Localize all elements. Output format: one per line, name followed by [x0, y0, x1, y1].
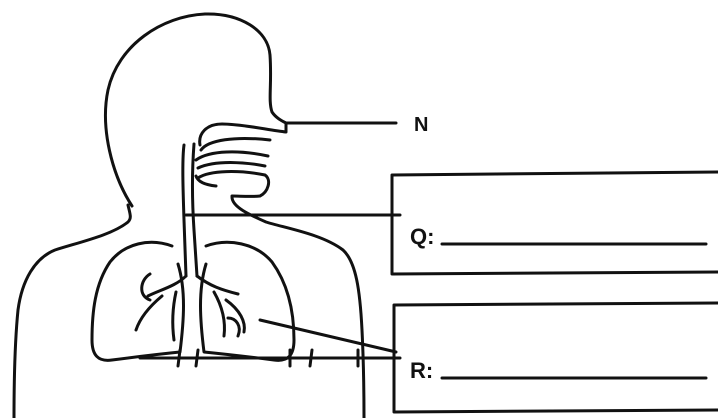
label-box-r: [394, 303, 718, 412]
pharynx: [196, 172, 269, 197]
left-lung: [92, 242, 184, 360]
pointer-line-r: [260, 320, 396, 352]
bronchi: [136, 274, 244, 340]
label-n: N: [414, 114, 428, 136]
right-lung: [201, 242, 295, 360]
label-q: Q:: [410, 224, 434, 249]
nasal-cavity: [196, 123, 286, 168]
label-r: R:: [410, 358, 433, 383]
trachea: [183, 144, 197, 276]
label-box-q: [392, 172, 718, 274]
